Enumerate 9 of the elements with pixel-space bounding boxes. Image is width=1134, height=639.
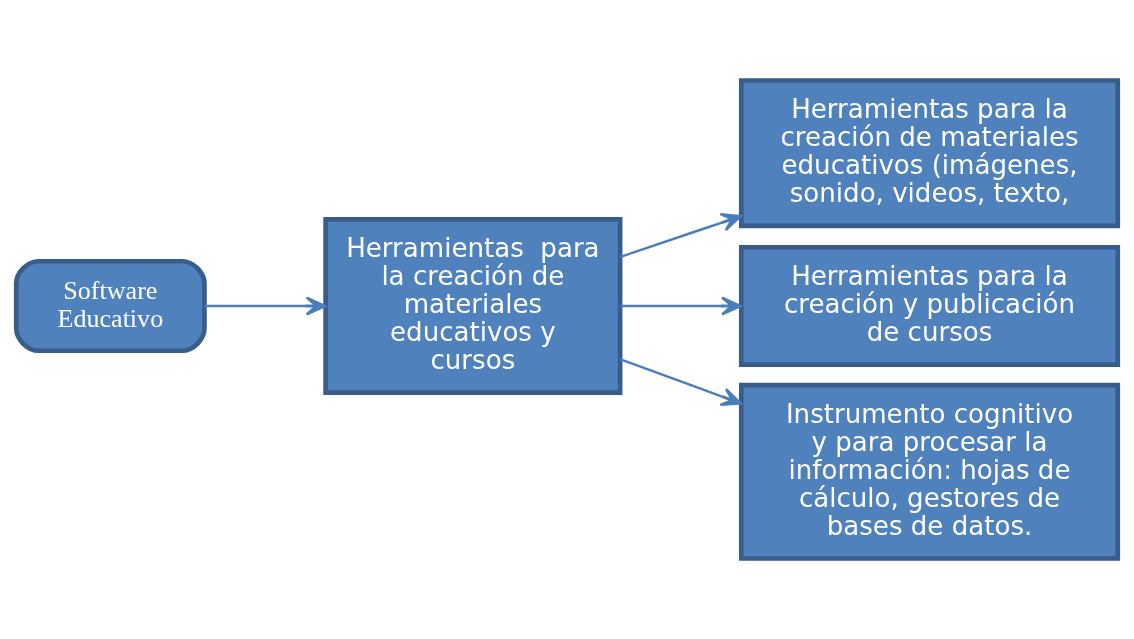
node-box: Herramientas para la creación y publicación de cursos <box>738 244 1121 368</box>
arrow <box>620 213 742 258</box>
arrow <box>620 358 742 407</box>
node-box: Instrumento cognitivo y para procesar la información: hojas de cálculo, gestores de bases de datos. <box>738 382 1121 561</box>
node-box: Herramientas para la creación de materiales educativos (imágenes, sonido, videos, texto, <box>738 78 1121 229</box>
node-box: Software Educativo <box>13 258 207 354</box>
arrow <box>620 296 742 316</box>
arrow <box>204 296 327 316</box>
node-box: Herramientas para la creación de materiales educativos y cursos <box>323 217 623 395</box>
